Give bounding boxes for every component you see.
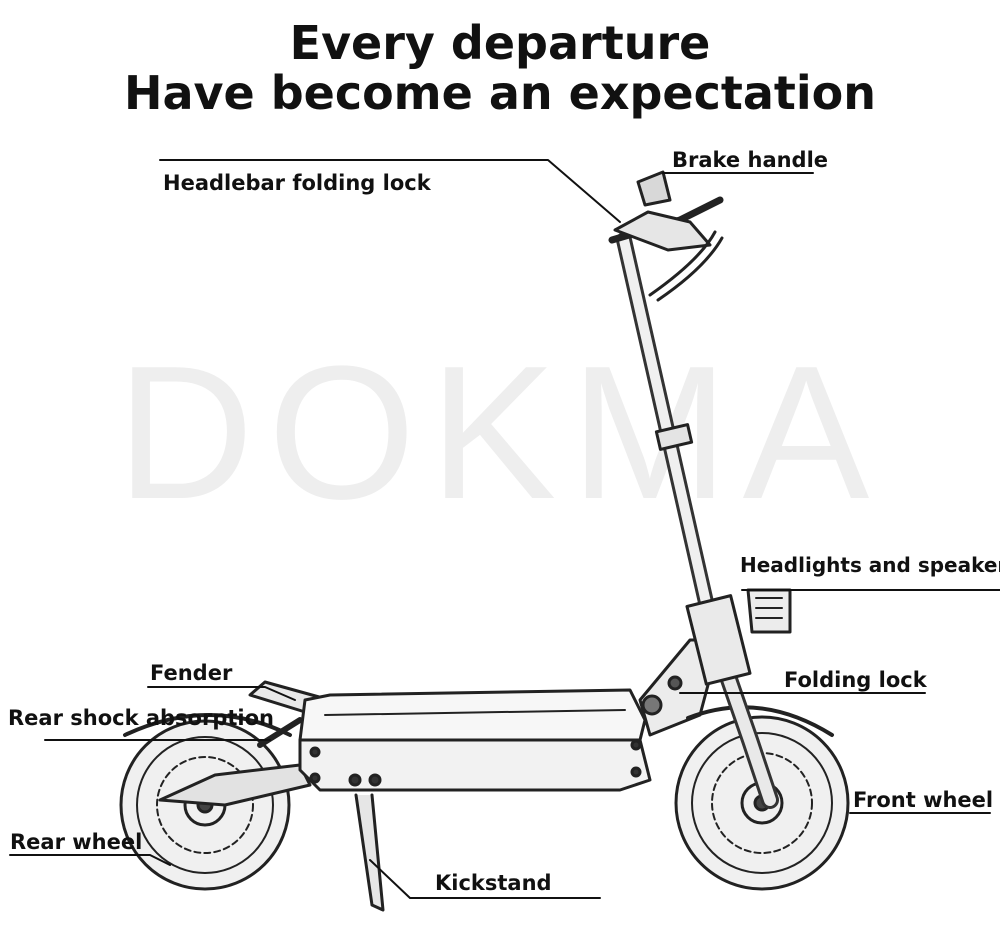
pointer-rear-wheel <box>9 854 171 866</box>
watermark-text: DOKMA <box>116 327 884 539</box>
label-rear-shock-absorption: Rear shock absorption <box>8 706 274 730</box>
headline-line-1: Every departure <box>289 16 711 70</box>
label-folding-lock: Folding lock <box>784 668 927 692</box>
kickstand-shape <box>354 793 385 912</box>
rear-fender-shape <box>123 713 292 737</box>
label-rear-wheel: Rear wheel <box>10 830 143 854</box>
headline-line-2: Have become an expectation <box>123 66 877 120</box>
label-brake-handle: Brake handle <box>672 148 829 172</box>
label-kickstand: Kickstand <box>435 871 552 895</box>
pointer-lines <box>9 159 1000 899</box>
label-fender: Fender <box>150 661 233 685</box>
brake-handle-shape <box>636 170 672 207</box>
pointer-fender <box>147 686 296 701</box>
pointer-headlebar-folding-lock <box>159 159 621 223</box>
front-fender-shape <box>686 705 834 737</box>
label-front-wheel: Front wheel <box>853 788 994 812</box>
label-headlebar-folding-lock: Headlebar folding lock <box>163 171 431 195</box>
pointer-kickstand <box>369 859 601 899</box>
label-headlights-and-speakers: Headlights and speakers <box>740 553 1000 577</box>
headlight-shape <box>746 588 792 634</box>
rear-wheel-shape <box>119 719 291 891</box>
